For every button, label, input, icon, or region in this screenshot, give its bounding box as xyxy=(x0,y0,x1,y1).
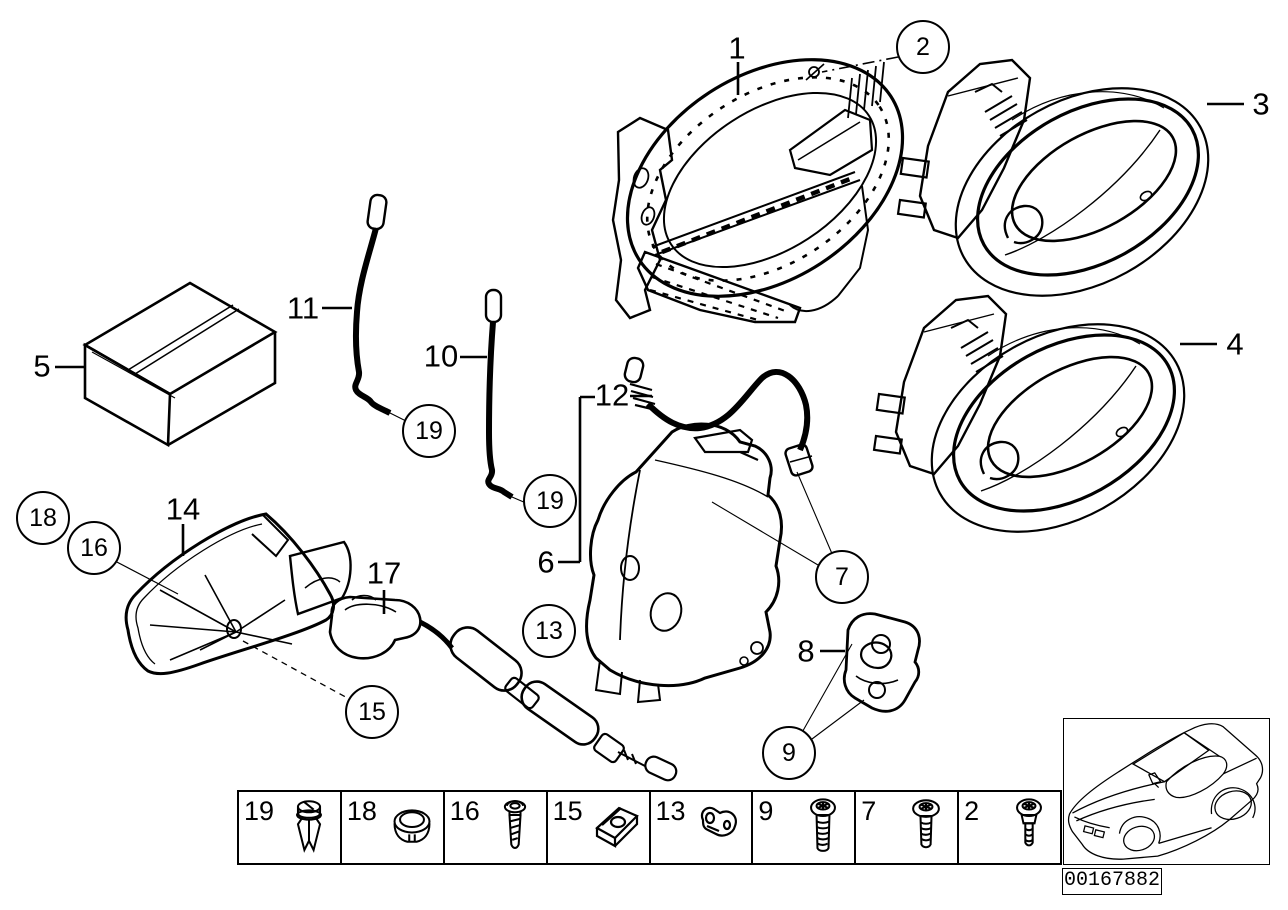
callout-label-10: 10 xyxy=(423,338,459,374)
legend-number: 13 xyxy=(655,796,686,826)
callout-circle-19: 19 xyxy=(402,404,456,458)
legend-number: 18 xyxy=(346,796,377,826)
callout-label-4: 4 xyxy=(1226,326,1244,362)
part-12-bowden-cable-drawing xyxy=(623,356,814,477)
callout-circle-9: 9 xyxy=(762,726,816,780)
image-number: 00167882 xyxy=(1062,868,1162,895)
callout-circle-19: 19 xyxy=(523,474,577,528)
part-17-cover-and-cylinder-cable-drawing xyxy=(328,594,678,782)
callout-label-3: 3 xyxy=(1252,86,1270,122)
legend-item: 19 xyxy=(239,792,342,863)
callout-circle-2: 2 xyxy=(896,20,950,74)
part-14-sealing-drawing xyxy=(124,512,352,676)
callout-label-6: 6 xyxy=(537,544,555,580)
part-10-lock-rod-drawing xyxy=(484,288,514,500)
torx-screw-long-icon xyxy=(810,798,837,852)
legend-number: 7 xyxy=(861,796,877,826)
car-outline-icon xyxy=(1067,723,1264,860)
part-1-handle-carrier-drawing xyxy=(611,58,905,324)
legend-item: 13 xyxy=(651,792,754,863)
callout-label-1: 1 xyxy=(728,30,746,66)
clip-nut-icon xyxy=(594,806,639,848)
legend-number: 16 xyxy=(449,796,480,826)
legend-item: 16 xyxy=(445,792,548,863)
leader-lines xyxy=(55,56,1244,743)
callout-circle-18: 18 xyxy=(16,491,70,545)
legend-item: 18 xyxy=(342,792,445,863)
callout-label-17: 17 xyxy=(366,555,402,591)
legend-item: 7 xyxy=(856,792,960,863)
callout-label-14: 14 xyxy=(165,491,201,527)
callout-circle-15: 15 xyxy=(345,685,399,739)
expanding-rivet-icon xyxy=(295,800,322,853)
legend-item: 9 xyxy=(753,792,857,863)
part-8-striker-drawing xyxy=(842,612,921,713)
fastener-legend: 19 18 16 15 13 xyxy=(237,790,1062,865)
callout-label-12: 12 xyxy=(594,377,630,413)
lever-bracket-icon xyxy=(701,806,738,837)
legend-number: 9 xyxy=(758,796,774,826)
pan-head-screw-icon xyxy=(503,800,526,849)
legend-number: 19 xyxy=(244,796,275,826)
callout-label-11: 11 xyxy=(286,290,320,326)
vehicle-thumbnail xyxy=(1063,718,1270,865)
legend-number: 2 xyxy=(964,796,980,826)
callout-label-5: 5 xyxy=(33,348,51,384)
torx-screw-short-icon xyxy=(1016,798,1042,847)
torx-screw-medium-icon xyxy=(912,799,941,849)
callout-label-8: 8 xyxy=(797,633,815,669)
part-3-outer-door-handle-drawing xyxy=(896,58,1210,297)
part-11-lock-rod-drawing xyxy=(352,193,392,416)
legend-item: 15 xyxy=(548,792,651,863)
part-5-repair-kit-box-drawing xyxy=(82,281,278,448)
part-6-door-lock-drawing xyxy=(585,422,783,704)
legend-number: 15 xyxy=(552,796,583,826)
part-4-outer-door-handle-drawing xyxy=(872,280,1223,576)
callout-circle-13: 13 xyxy=(522,604,576,658)
callout-circle-7: 7 xyxy=(815,550,869,604)
blind-plug-icon xyxy=(393,809,431,843)
callout-circle-16: 16 xyxy=(67,521,121,575)
legend-item: 2 xyxy=(959,792,1060,863)
